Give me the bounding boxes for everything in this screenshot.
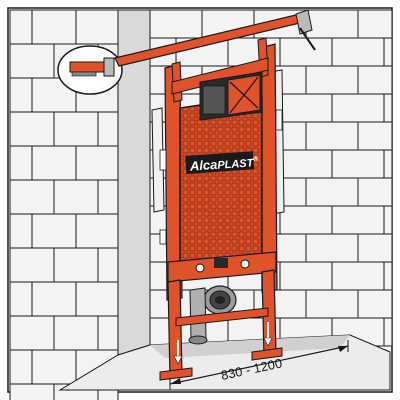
- brick: [279, 261, 333, 291]
- brick: [383, 261, 393, 291]
- brick: [383, 149, 393, 179]
- brick: [383, 37, 393, 67]
- brand-part-2: PLAST: [217, 157, 255, 172]
- brick: [279, 37, 333, 67]
- brand-part-1: Alca: [188, 157, 217, 174]
- brick: [53, 111, 99, 147]
- mounting-studs: [195, 258, 250, 273]
- brick: [305, 65, 359, 95]
- brick: [9, 179, 55, 215]
- brick: [31, 9, 77, 45]
- brick: [149, 9, 203, 39]
- brick: [357, 9, 393, 39]
- brick: [357, 233, 393, 263]
- top-crossbar: [114, 9, 316, 67]
- brick: [383, 317, 393, 347]
- brick: [279, 93, 333, 123]
- brick: [97, 315, 119, 351]
- brick: [97, 111, 119, 147]
- brick: [305, 233, 359, 263]
- brick: [53, 247, 99, 283]
- brick: [97, 247, 119, 283]
- brick: [9, 145, 33, 181]
- left-wall: [9, 9, 151, 400]
- flush-actuator-box: [199, 71, 263, 121]
- brick: [9, 349, 33, 385]
- brick: [75, 281, 119, 317]
- brick: [9, 9, 33, 45]
- brick: [31, 213, 77, 249]
- floor: [58, 334, 391, 391]
- brand-mark: ®: [253, 155, 260, 163]
- brick: [75, 145, 119, 181]
- brick: [9, 281, 33, 317]
- svg-text:AlcaPLAST®: AlcaPLAST®: [188, 154, 259, 174]
- brick: [97, 179, 119, 215]
- brick: [357, 65, 393, 95]
- brick: [331, 149, 385, 179]
- brick: [357, 177, 393, 207]
- brick: [9, 43, 55, 79]
- brick: [279, 149, 333, 179]
- brick: [75, 9, 119, 45]
- brick: [331, 37, 385, 67]
- left-wall-bricks: [9, 9, 119, 400]
- brick: [305, 121, 359, 151]
- brand-label: AlcaPLAST®: [185, 151, 259, 174]
- brick: [279, 205, 333, 235]
- left-rod: [151, 107, 165, 213]
- brick: [357, 121, 393, 151]
- brick: [9, 315, 55, 351]
- brick: [9, 111, 55, 147]
- wall-bracket-icon: [57, 45, 123, 95]
- installation-frame: [164, 37, 278, 301]
- brick: [383, 205, 393, 235]
- brick: [9, 247, 55, 283]
- brick: [9, 383, 55, 400]
- brick: [53, 315, 99, 351]
- brick: [31, 349, 77, 385]
- brick: [305, 289, 359, 319]
- brick: [9, 213, 33, 249]
- drain-pipe-icon: [188, 285, 237, 345]
- upright-hooks: [159, 109, 283, 245]
- brick: [75, 213, 119, 249]
- brick: [357, 289, 393, 319]
- brick: [31, 281, 77, 317]
- brick: [331, 205, 385, 235]
- brick: [383, 93, 393, 123]
- brick: [305, 9, 359, 39]
- brick: [9, 77, 33, 113]
- brick: [31, 145, 77, 181]
- floor-anchor-arrows: [173, 322, 273, 365]
- brick: [331, 93, 385, 123]
- brick: [331, 261, 385, 291]
- brick: [305, 177, 359, 207]
- brick: [53, 179, 99, 215]
